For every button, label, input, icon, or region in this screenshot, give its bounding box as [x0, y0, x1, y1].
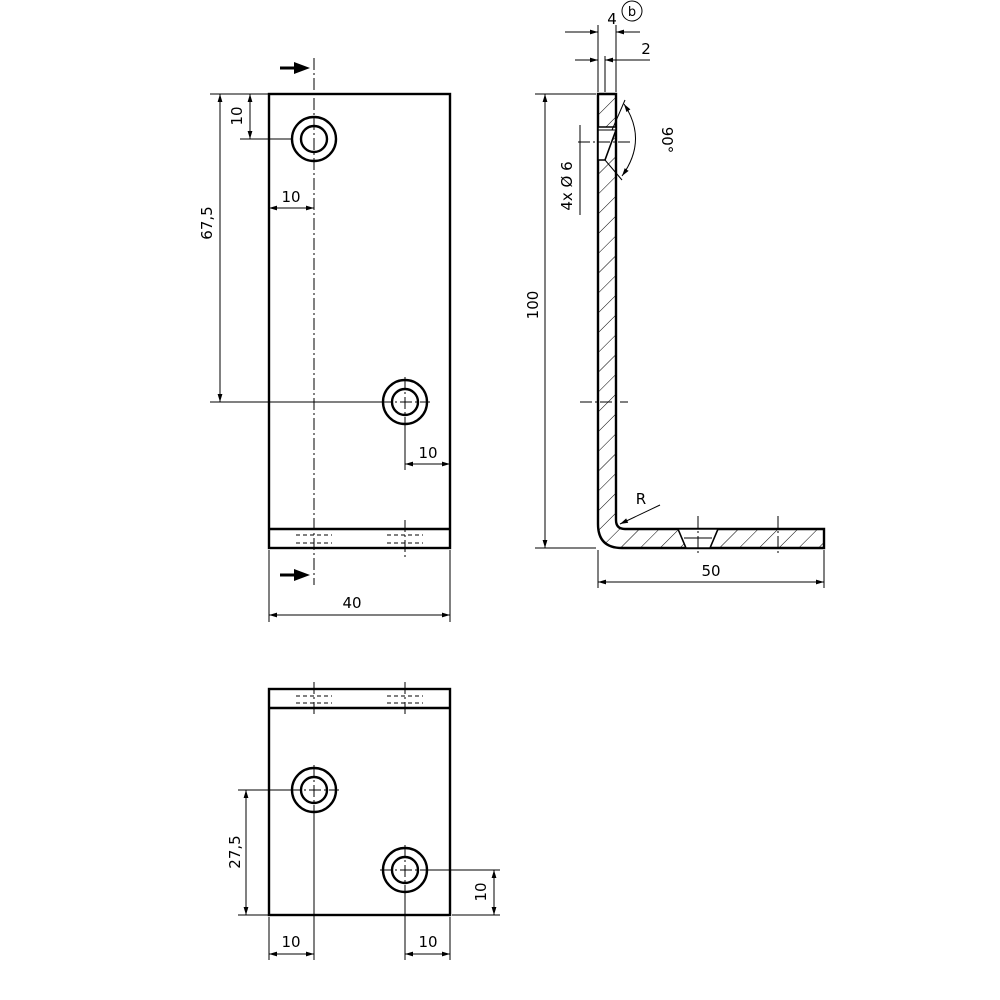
dim-length-label: 50	[701, 562, 720, 580]
side-view: 4 b 2 90° 4x Ø 6 100	[524, 0, 826, 588]
front-hole-bottom	[380, 377, 430, 427]
dim-hole-spacing-label: 67,5	[198, 206, 216, 239]
dim-countersink-angle: 90°	[604, 99, 676, 181]
side-countersink-vertical	[578, 126, 630, 161]
side-countersink-horizontal	[580, 401, 779, 556]
dim-thickness: 4 b	[565, 0, 643, 92]
dim-radius-label: R	[636, 490, 646, 508]
dim-chamfer: 2	[575, 40, 651, 92]
dim-radius: R	[619, 490, 661, 525]
bottom-strip-hidden-holes	[296, 682, 423, 716]
detail-marker-label: b	[628, 5, 636, 20]
front-plate-outline	[267, 92, 452, 550]
dim-countersink-angle-label: 90°	[658, 127, 676, 154]
dim-bottom-right-offset-label: 10	[418, 933, 437, 951]
dim-height: 100	[524, 93, 596, 549]
dim-bottom-edge-offset-label: 10	[472, 882, 490, 901]
dim-bottom-hole-spacing-label: 27,5	[226, 835, 244, 868]
dim-length: 50	[597, 550, 825, 588]
dim-left-offset: 10	[269, 188, 314, 211]
dim-thickness-label: 4	[607, 10, 617, 28]
bottom-hole-right	[380, 845, 430, 895]
dim-top-offset-label: 10	[228, 106, 246, 125]
bottom-plate-outline	[267, 687, 452, 917]
dim-right-offset-label: 10	[418, 444, 437, 462]
dim-right-offset: 10	[404, 424, 450, 470]
bottom-hole-left	[289, 765, 339, 815]
dim-hole-spacing: 67,5	[198, 93, 383, 403]
dim-top-offset: 10	[228, 93, 292, 140]
dim-bottom-left-offset: 10	[268, 812, 315, 960]
dim-width: 40	[268, 550, 451, 622]
dim-bottom-left-offset-label: 10	[281, 933, 300, 951]
dim-height-label: 100	[524, 291, 542, 320]
section-arrow-bottom	[280, 569, 310, 581]
detail-marker-circle	[621, 0, 643, 22]
front-view: 10 67,5 10 10 40	[198, 58, 452, 622]
dim-holes-callout: 4x Ø 6	[558, 125, 581, 215]
bottom-view: 27,5 10 10 10	[226, 682, 500, 960]
dim-width-label: 40	[342, 594, 361, 612]
dim-bottom-hole-spacing: 27,5	[226, 789, 292, 916]
dim-bottom-right-offset: 10	[404, 892, 451, 960]
dim-holes-callout-label: 4x Ø 6	[558, 161, 576, 210]
dim-chamfer-label: 2	[641, 40, 651, 58]
dim-bottom-edge-offset: 10	[428, 869, 500, 916]
section-arrow-top	[280, 62, 310, 74]
dim-left-offset-label: 10	[281, 188, 300, 206]
angle-section-profile	[596, 92, 826, 550]
front-flange-hidden-holes	[296, 520, 423, 558]
